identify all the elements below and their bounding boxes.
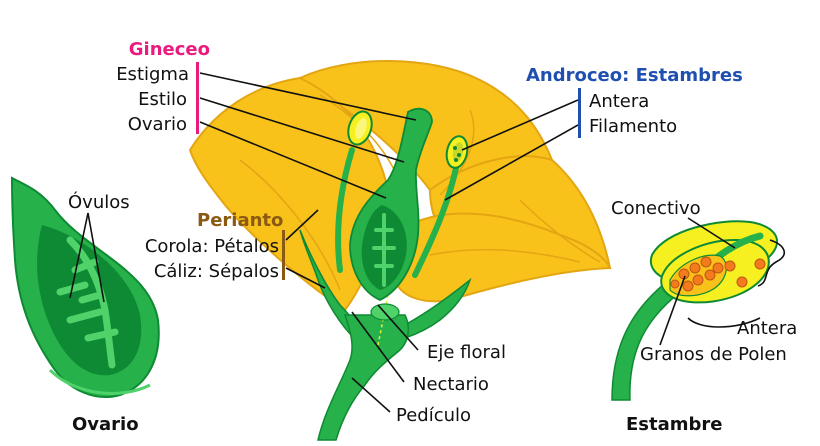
lead-caliz [285,267,326,289]
label-pediculo: Pedículo [396,405,471,426]
petal-front-right [393,212,612,303]
label-corola: Corola: Pétalos [145,236,279,257]
lead-ovulos-2 [87,212,105,303]
caption-ovario: Ovario [72,414,139,435]
lead-estigma [199,72,417,121]
lead-corola [285,209,319,241]
label-granos-polen: Granos de Polen [640,344,787,365]
caption-estambre: Estambre [626,414,723,435]
gineceo-title: Gineceo [129,39,210,60]
androceo-title: Androceo: Estambres [526,65,743,86]
label-antera: Antera [589,91,649,112]
label-estilo: Estilo [138,89,187,110]
label-ovario: Ovario [128,114,187,135]
perianto-title: Perianto [197,210,283,231]
pollen-grains [670,256,766,292]
gineceo-bar [196,62,199,134]
pedicel [317,314,410,441]
label-ovulos: Óvulos [68,191,130,213]
perianto-bar [282,230,285,280]
label-antera-detail: Antera [737,318,797,339]
lead-antera [461,99,579,151]
antera-brace [757,239,786,287]
label-caliz: Cáliz: Sépalos [154,261,279,282]
label-nectario: Nectario [413,374,489,395]
lead-ovulos-1 [69,212,89,299]
lead-eje [377,304,419,351]
label-conectivo: Conectivo [611,198,701,219]
lead-estilo [199,97,405,163]
filament-left [335,147,355,273]
lead-filamento [444,124,579,201]
ovary-section-icon [10,176,160,398]
stamen-detail-icon [611,220,779,401]
label-eje-floral: Eje floral [427,342,506,363]
lead-antera-detail [687,317,761,328]
flower-cross-section-icon [188,60,612,441]
label-filamento: Filamento [589,116,677,137]
ovule-column [372,213,396,287]
lead-ovario [199,121,387,199]
filament-right [412,165,459,278]
lead-conectivo [687,217,736,249]
lead-granos [659,275,686,346]
androceo-bar [578,88,581,138]
lead-pediculo [351,377,391,413]
leader-lines [69,72,761,413]
lead-nectario [351,311,405,383]
label-estigma: Estigma [116,64,189,85]
